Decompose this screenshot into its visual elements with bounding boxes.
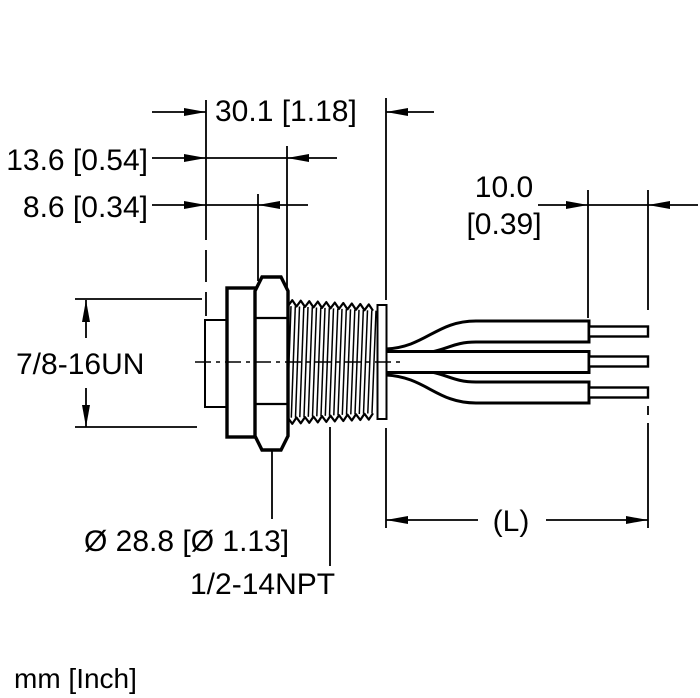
wires bbox=[384, 319, 650, 405]
thread-flank-line bbox=[328, 308, 335, 416]
thread-flank-line bbox=[362, 310, 369, 414]
label-strip-length-inch: [0.39] bbox=[466, 208, 541, 241]
thread-crest-edge bbox=[287, 299, 374, 312]
thread-flank-line bbox=[311, 307, 318, 417]
arrowhead bbox=[184, 154, 206, 162]
arrowhead bbox=[648, 201, 670, 209]
thread-flank-line bbox=[307, 307, 314, 417]
wire-middle-conductor bbox=[587, 355, 650, 368]
label-lead-length: (L) bbox=[493, 505, 530, 538]
label-length-to-hex-back: 13.6 [0.54] bbox=[6, 144, 148, 177]
arrowhead bbox=[566, 201, 588, 209]
label-coupling-thread: 7/8-16UN bbox=[16, 348, 144, 381]
wire-top-insulation bbox=[384, 319, 591, 356]
thread-crest-edge bbox=[287, 412, 374, 425]
arrowhead bbox=[184, 108, 206, 116]
arrowhead bbox=[82, 405, 90, 427]
wire-top-conductor bbox=[587, 325, 650, 338]
dimension-lines bbox=[82, 108, 698, 524]
label-overall-length: 30.1 [1.18] bbox=[215, 95, 357, 128]
arrowhead bbox=[82, 300, 90, 322]
label-hex-diameter: Ø 28.8 [Ø 1.13] bbox=[84, 525, 289, 558]
thread-flank-line bbox=[358, 309, 365, 415]
thread-flank-line bbox=[333, 308, 339, 416]
wire-bottom-conductor bbox=[587, 386, 650, 399]
arrowhead bbox=[386, 108, 408, 116]
dimension-labels: 30.1 [1.18] 13.6 [0.54] 8.6 [0.34] 10.0 … bbox=[6, 95, 541, 694]
connector-body bbox=[204, 275, 388, 452]
label-mounting-thread: 1/2-14NPT bbox=[190, 568, 335, 601]
label-length-to-hex-front: 8.6 [0.34] bbox=[23, 191, 148, 224]
front-coupling-body bbox=[204, 319, 228, 408]
arrowhead bbox=[626, 516, 648, 524]
arrowhead bbox=[184, 201, 206, 209]
thread-flank-line bbox=[341, 309, 348, 415]
thread-flank-line bbox=[299, 306, 305, 418]
wire-middle-insulation bbox=[384, 350, 591, 374]
extension-lines bbox=[75, 98, 649, 566]
arrowhead bbox=[287, 154, 309, 162]
thread-flank-line bbox=[371, 310, 377, 414]
hex-nut bbox=[253, 275, 290, 452]
arrowhead bbox=[258, 201, 280, 209]
arrowhead bbox=[386, 516, 408, 524]
label-strip-length-mm: 10.0 bbox=[475, 171, 533, 204]
units-note: mm [Inch] bbox=[14, 663, 137, 694]
wire-bottom-insulation bbox=[384, 368, 591, 405]
